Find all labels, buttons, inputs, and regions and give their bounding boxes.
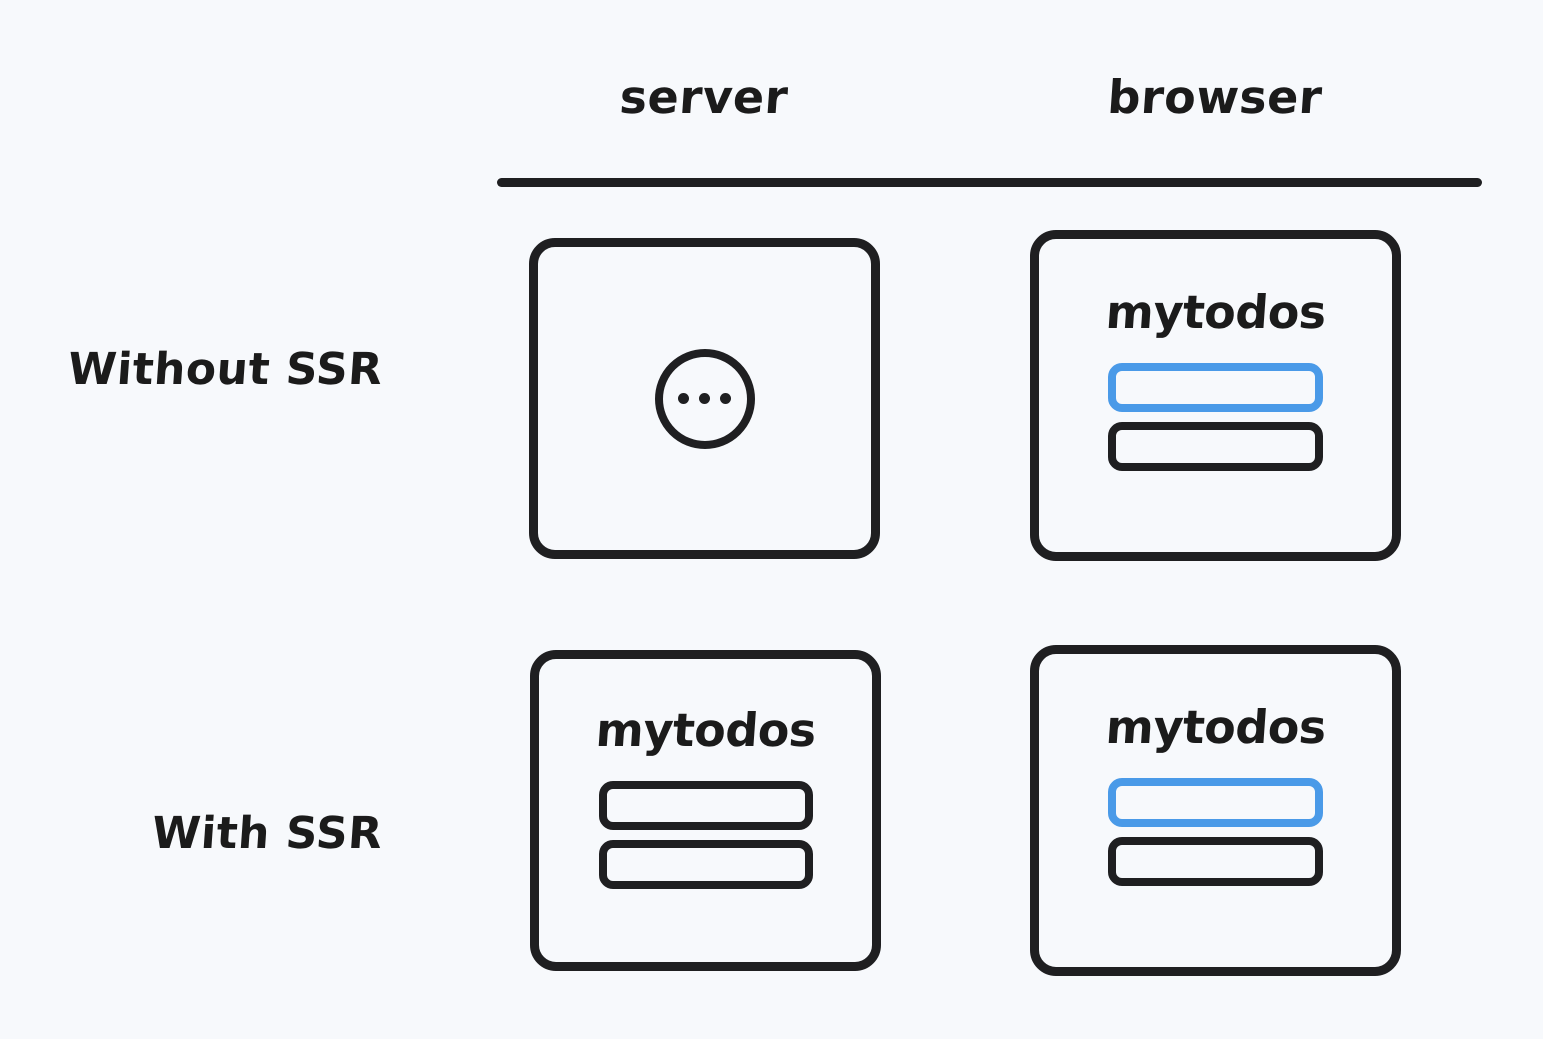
column-header-server: server	[618, 70, 790, 124]
row-label-without-ssr: Without SSR	[66, 344, 385, 395]
row-label-with-ssr: With SSR	[150, 808, 385, 859]
spinner-dot	[720, 393, 731, 404]
app-title: mytodos	[593, 703, 818, 757]
todo-app: mytodos	[1039, 285, 1392, 471]
todo-row[interactable]	[1108, 837, 1323, 886]
server-surface-without-ssr	[529, 238, 880, 559]
app-title: mytodos	[1103, 285, 1328, 339]
loading-dots-icon	[654, 348, 755, 449]
server-surface-with-ssr: mytodos	[530, 650, 881, 971]
spinner-dot	[699, 393, 710, 404]
app-title: mytodos	[1103, 700, 1328, 754]
todo-row[interactable]	[598, 781, 813, 830]
todo-row[interactable]	[1108, 363, 1323, 412]
column-header-browser: browser	[1105, 70, 1325, 124]
spinner-dot	[678, 393, 689, 404]
todo-app: mytodos	[539, 703, 872, 889]
todo-row[interactable]	[1108, 778, 1323, 827]
todo-app: mytodos	[1039, 700, 1392, 886]
todo-row[interactable]	[598, 840, 813, 889]
header-divider	[497, 178, 1482, 187]
browser-surface-with-ssr: mytodos	[1030, 645, 1401, 976]
todo-row[interactable]	[1108, 422, 1323, 471]
browser-surface-without-ssr: mytodos	[1030, 230, 1401, 561]
loading-state	[538, 247, 871, 550]
